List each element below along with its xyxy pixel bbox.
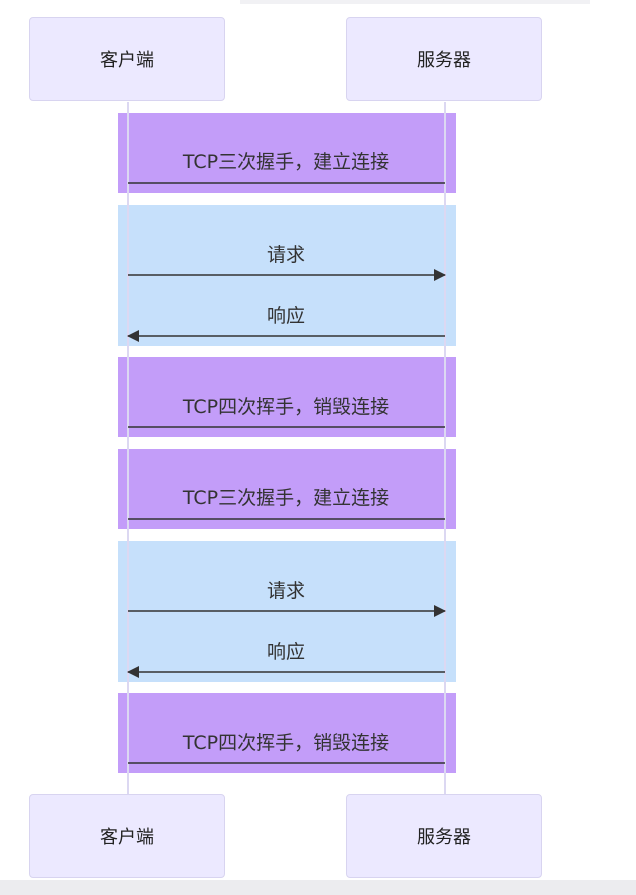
message-label-tcp-handshake: TCP三次握手，建立连接 [182, 487, 390, 509]
top-strip [240, 0, 590, 4]
server-actor-top: 服务器 [346, 17, 542, 101]
tcp-teardown-block [118, 693, 456, 773]
tcp-teardown-block [118, 357, 456, 437]
server-actor-bottom: 服务器 [346, 794, 542, 878]
bottom-strip [0, 880, 636, 895]
message-label-tcp-handshake: TCP三次握手，建立连接 [182, 151, 390, 173]
message-label-response: 响应 [266, 305, 305, 327]
client-actor-bottom: 客户端 [29, 794, 225, 878]
message-label-request: 请求 [266, 580, 305, 602]
message-label-request: 请求 [266, 244, 305, 266]
message-label-tcp-teardown: TCP四次挥手，销毁连接 [182, 396, 390, 418]
client-actor-top: 客户端 [29, 17, 225, 101]
message-label-tcp-teardown: TCP四次挥手，销毁连接 [182, 732, 390, 754]
message-label-response: 响应 [266, 641, 305, 663]
tcp-handshake-block [118, 449, 456, 529]
tcp-handshake-block [118, 113, 456, 193]
